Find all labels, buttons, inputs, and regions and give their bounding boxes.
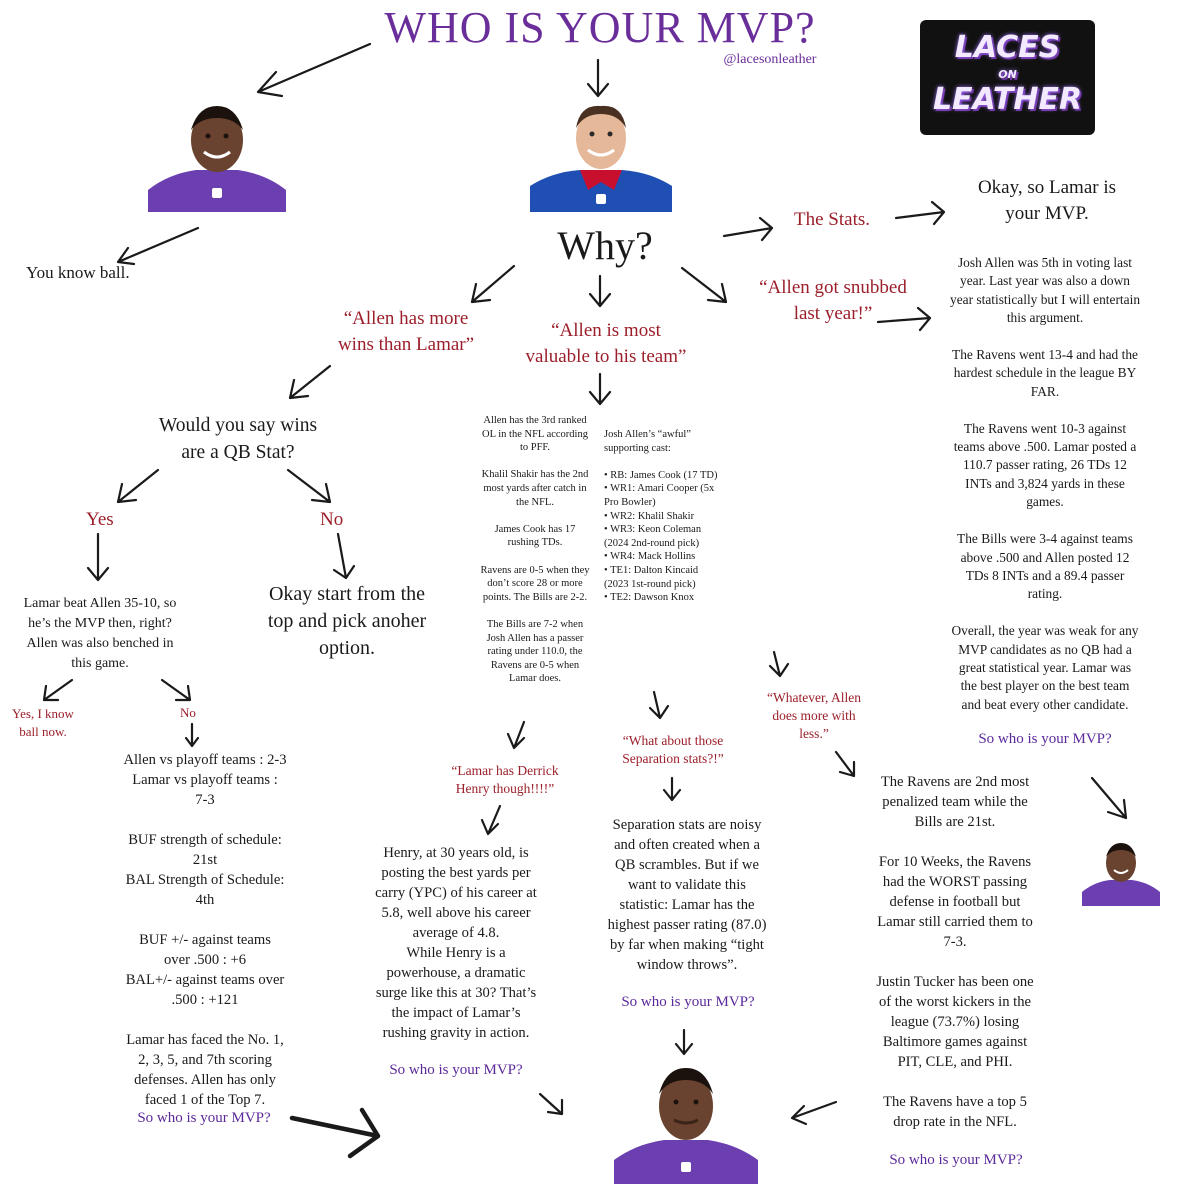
arrow-separation-to-text [662, 776, 682, 802]
arrow-no-down [332, 532, 356, 580]
arrow-title-to-lamar [256, 42, 372, 98]
stats-heading: Okay, so Lamar is your MVP. [977, 177, 1117, 224]
you-know-ball-text: You know ball. [26, 263, 130, 282]
logo-text-on: ON [998, 68, 1017, 81]
lamar-jackson-photo-icon [148, 106, 286, 212]
separation-prompt: So who is your MVP? [621, 994, 755, 1010]
answer-no-small: No [180, 705, 196, 720]
arrow-lamar-to-youknowball [116, 226, 200, 266]
arrow-why-to-stats [722, 216, 774, 242]
lamar-photo-top [148, 100, 286, 212]
arrow-valuable-to-facts [588, 372, 612, 406]
arrow-no-small-down [184, 722, 200, 748]
separation-text: Separation stats are noisy and often cre… [607, 817, 767, 973]
option-separation-stats: “What about those Separation stats?!” [622, 733, 724, 766]
author-handle: @lacesonleather [723, 52, 817, 67]
arrow-stats-to-lamar-small [1090, 776, 1128, 820]
arrow-question-to-no [286, 468, 332, 504]
allen-photo-top [530, 98, 672, 212]
stats-body: Josh Allen was 5th in voting last year. … [950, 255, 1141, 712]
arrow-less-prompt-to-lamar [790, 1100, 838, 1126]
option-allen-most-valuable: “Allen is most valuable to his team” [525, 320, 687, 367]
arrow-to-no-small [160, 678, 192, 702]
page-title: WHO IS YOUR MVP? [384, 3, 816, 52]
arrow-separation-prompt-to-lamar [674, 1028, 694, 1056]
arrow-yes-down [86, 532, 110, 582]
less-prompt: So who is your MVP? [889, 1152, 1023, 1168]
arrow-wins-prompt-to-lamar [289, 1107, 381, 1159]
henry-prompt: So who is your MVP? [389, 1062, 523, 1078]
lamar-jackson-photo-icon [614, 1068, 758, 1184]
answer-yes-know-ball: Yes, I know ball now. [12, 706, 74, 739]
josh-allen-photo-icon [530, 105, 672, 212]
answer-no: No [320, 509, 344, 530]
arrow-facts-to-henry [506, 720, 526, 750]
wins-question: Would you say wins are a QB Stat? [158, 415, 318, 463]
lamar-photo-bottom [614, 1062, 758, 1184]
lamar-photo-right [1082, 840, 1160, 906]
valuable-facts-left: Allen has the 3rd ranked OL in the NFL a… [480, 415, 590, 685]
arrow-why-to-valuable [588, 274, 612, 308]
arrow-to-yes-know [42, 678, 74, 702]
stats-prompt: So who is your MVP? [978, 731, 1112, 747]
yes-lamar-beat-allen: Lamar beat Allen 35-10, so he’s the MVP … [23, 596, 177, 671]
arrow-question-to-yes [116, 468, 160, 504]
henry-text: Henry, at 30 years old, is posting the b… [375, 845, 537, 1041]
arrow-less-to-text [834, 750, 856, 778]
logo-text-leather: LEATHER [932, 82, 1083, 117]
valuable-supporting-cast: Josh Allen’s “awful” supporting cast: • … [604, 429, 718, 604]
arrow-wins-to-question [288, 364, 332, 400]
arrow-title-to-allen [586, 58, 610, 98]
arrow-to-less [768, 650, 790, 678]
option-more-with-less: “Whatever, Allen does more with less.” [767, 690, 861, 741]
wins-prompt: So who is your MVP? [137, 1110, 271, 1126]
arrow-henry-prompt-to-lamar [538, 1092, 564, 1116]
option-derrick-henry: “Lamar has Derrick Henry though!!!!” [451, 763, 559, 796]
no-restart-text: Okay start from the top and pick anoher … [267, 583, 427, 659]
option-the-stats: The Stats. [794, 209, 870, 230]
laces-on-leather-logo: LACES ON LEATHER [920, 20, 1095, 135]
arrow-why-to-snubbed [680, 266, 728, 304]
lamar-jackson-photo-icon [1082, 843, 1160, 906]
less-text: The Ravens are 2nd most penalized team w… [876, 774, 1034, 1130]
arrow-snubbed-to-okay [876, 306, 932, 332]
logo-text-laces: LACES [954, 30, 1061, 65]
arrow-stats-to-okay [894, 200, 946, 226]
arrow-why-to-wins [470, 264, 516, 304]
no-details-stats: Allen vs playoff teams : 2-3 Lamar vs pl… [123, 752, 287, 1108]
answer-yes: Yes [86, 509, 114, 530]
option-allen-snubbed: “Allen got snubbed last year!” [759, 277, 907, 324]
arrow-to-separation [648, 690, 670, 720]
why-heading: Why? [557, 223, 653, 268]
option-allen-more-wins: “Allen has more wins than Lamar” [337, 308, 475, 355]
arrow-henry-to-text [480, 804, 502, 836]
